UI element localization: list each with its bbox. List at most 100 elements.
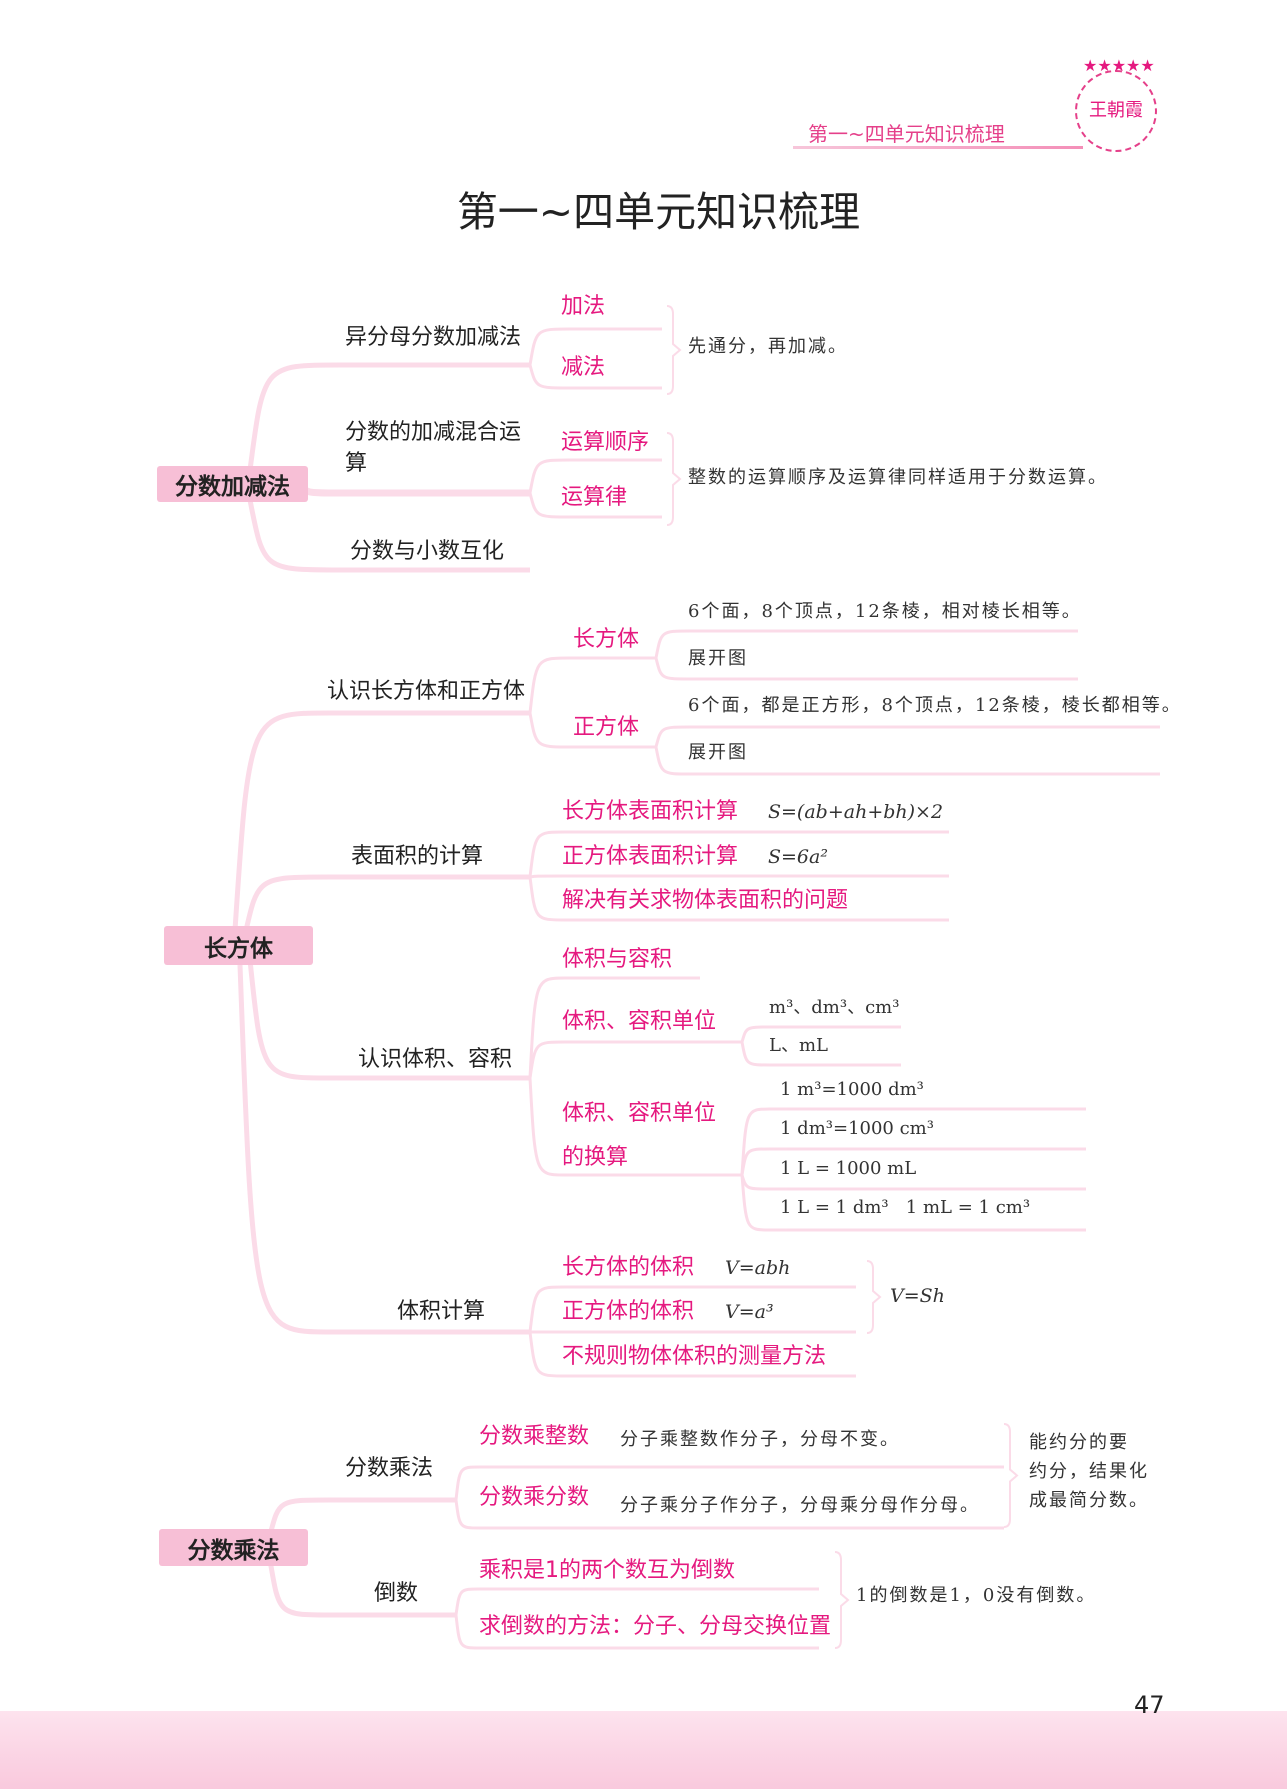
branch-mixed-operations: 分数的加减混合运算	[345, 420, 522, 476]
brace-icon	[834, 1551, 850, 1649]
connector-line	[454, 1499, 1004, 1530]
leaf-unit-conversion-line1: 体积、容积单位	[562, 1101, 717, 1126]
connector-line	[454, 1614, 819, 1650]
conversion-item: 1 m³=1000 dm³	[780, 1079, 924, 1100]
connector-line	[528, 364, 662, 390]
leaf-fraction-times-fraction: 分数乘分数	[479, 1485, 590, 1510]
connector-line	[267, 1559, 456, 1618]
leaf-unit-conversion-line2: 的换算	[562, 1145, 629, 1170]
leaf-volume-and-capacity: 体积与容积	[562, 947, 673, 972]
leaf-cuboid-surface-area: 长方体表面积计算	[562, 799, 739, 824]
branch-know-cuboid-cube: 认识长方体和正方体	[327, 679, 526, 704]
units-capacity: L、mL	[769, 1035, 828, 1056]
connector-line	[528, 492, 662, 519]
connector-line	[654, 725, 1160, 748]
connector-line	[740, 1041, 901, 1067]
connector-line	[247, 499, 530, 573]
leaf-cube-surface-area: 正方体表面积计算	[562, 844, 739, 869]
page-title: 第一~四单元知识梳理	[456, 188, 861, 236]
root-node-fraction-multiplication: 分数乘法	[159, 1529, 308, 1566]
cuboid-net: 展开图	[688, 648, 748, 669]
note-simplify-line: 约分，结果化	[1029, 1461, 1149, 1482]
running-title: 第一~四单元知识梳理	[808, 122, 1005, 146]
leaf-subtraction: 减法	[561, 355, 606, 380]
branch-surface-area: 表面积的计算	[351, 844, 484, 869]
connector-line	[740, 1107, 1086, 1176]
leaf-addition: 加法	[561, 294, 606, 319]
leaf-fraction-times-integer: 分数乘整数	[479, 1424, 590, 1449]
brace-icon	[666, 432, 682, 526]
connector-line	[528, 656, 656, 714]
leaf-cube: 正方体	[573, 715, 640, 740]
rule-fraction-times-integer: 分子乘整数作分子，分母不变。	[620, 1429, 900, 1450]
page-number: 47	[1134, 1691, 1165, 1719]
leaf-reciprocal-method: 求倒数的方法：分子、分母交换位置	[479, 1614, 832, 1639]
connector-line	[528, 1040, 742, 1079]
connector-line	[740, 1147, 1086, 1176]
leaf-volume-units: 体积、容积单位	[562, 1009, 717, 1034]
connector-line	[528, 327, 662, 366]
branch-volume-calculation: 体积计算	[397, 1299, 486, 1324]
connector-line	[654, 657, 1078, 681]
cuboid-properties: 6个面，8个顶点，12条棱，相对棱长相等。	[688, 601, 1082, 622]
connector-line	[528, 712, 656, 749]
rule-fraction-times-fraction: 分子乘分子作分子，分母乘分母作分母。	[620, 1495, 980, 1516]
connector-line	[740, 1174, 1086, 1232]
formula-cube-surface: S=6a²	[768, 846, 828, 868]
brace-icon	[866, 1260, 882, 1334]
leaf-cuboid: 长方体	[573, 627, 640, 652]
brace-icon	[1003, 1423, 1019, 1528]
footer-band	[0, 1711, 1287, 1789]
formula-cuboid-surface: S=(ab+ah+bh)×2	[768, 801, 944, 823]
leaf-operation-laws: 运算律	[561, 485, 628, 510]
root-node-cuboid: 长方体	[164, 926, 313, 965]
connector-line	[528, 1285, 856, 1333]
branch-reciprocal: 倒数	[374, 1581, 419, 1606]
root-node-fraction-add-sub: 分数加减法	[157, 466, 308, 502]
connector-line	[242, 874, 530, 936]
conversion-item: 1 L = 1000 mL	[780, 1158, 917, 1179]
conversion-item: 1 dm³=1000 cm³	[780, 1118, 934, 1139]
note-simplify-line: 能约分的要	[1029, 1432, 1129, 1453]
connector-line	[247, 362, 530, 471]
connector-line	[528, 876, 949, 922]
note-simplify-line: 成最简分数。	[1029, 1490, 1149, 1511]
note-integer-rules: 整数的运算顺序及运算律同样适用于分数运算。	[688, 467, 1108, 488]
cube-net: 展开图	[688, 742, 748, 763]
connector-line	[232, 710, 530, 931]
branch-unlike-denominators: 异分母分数加减法	[345, 325, 522, 350]
connector-line	[454, 1465, 1004, 1501]
formula-cuboid-volume: V=abh	[725, 1257, 791, 1279]
connector-line	[247, 959, 530, 1081]
branch-fraction-decimal: 分数与小数互化	[350, 539, 505, 564]
leaf-cuboid-volume: 长方体的体积	[562, 1255, 695, 1280]
connector-line	[529, 874, 949, 879]
connector-line	[654, 746, 1160, 776]
running-title-underline	[793, 146, 1083, 149]
leaf-cube-volume: 正方体的体积	[562, 1299, 695, 1324]
formula-cube-volume: V=a³	[725, 1301, 774, 1323]
connector-line	[237, 964, 530, 1335]
connector-line	[297, 482, 530, 497]
leaf-reciprocal-definition: 乘积是1的两个数互为倒数	[479, 1558, 735, 1583]
leaf-surface-area-problems: 解决有关求物体表面积的问题	[562, 888, 849, 913]
logo-text: 王朝霞	[1089, 100, 1143, 121]
branch-volume-capacity: 认识体积、容积	[358, 1047, 513, 1072]
cube-properties: 6个面，都是正方形，8个顶点，12条棱，棱长都相等。	[688, 695, 1182, 716]
conversion-item: 1 L = 1 dm³ 1 mL = 1 cm³	[780, 1197, 1031, 1218]
leaf-irregular-volume: 不规则物体体积的测量方法	[562, 1344, 827, 1369]
formula-general-volume: V=Sh	[890, 1285, 945, 1307]
connector-line	[654, 629, 1078, 659]
logo-seal: 王朝霞	[1075, 70, 1157, 152]
connector-line	[528, 1077, 742, 1177]
connector-line	[740, 1025, 901, 1043]
connector-line	[528, 976, 700, 1079]
connector-line	[267, 1497, 456, 1536]
brace-icon	[666, 305, 682, 395]
note-reciprocal-of-one-zero: 1的倒数是1，0没有倒数。	[856, 1585, 1097, 1606]
logo-stars-icon: ★★★★★	[1083, 56, 1155, 75]
connector-line	[528, 458, 662, 494]
note-common-denominator: 先通分，再加减。	[688, 336, 848, 357]
units-volume: m³、dm³、cm³	[769, 997, 900, 1018]
